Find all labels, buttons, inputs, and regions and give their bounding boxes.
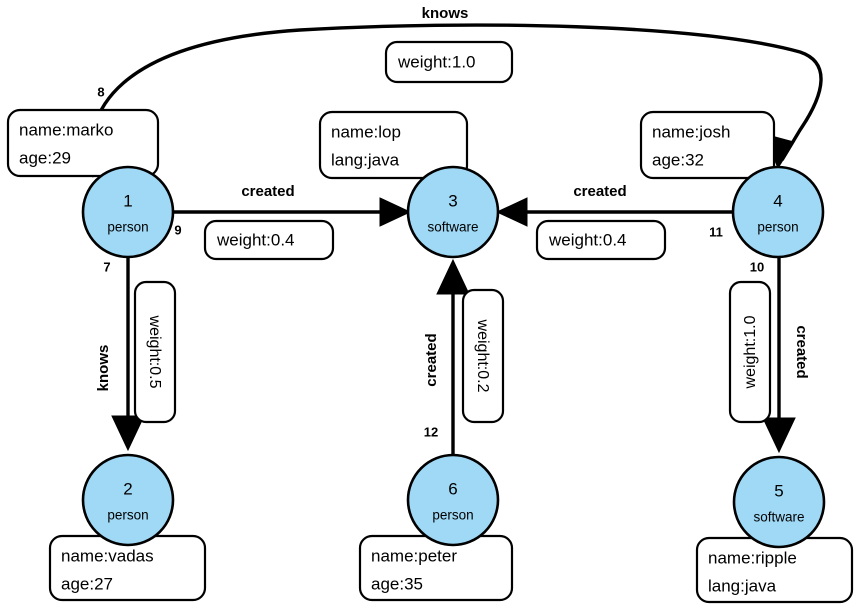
vertex-5-id: 5 [774, 481, 783, 500]
vertex-1-prop-line-2: age:29 [19, 148, 71, 167]
edges-layer [89, 23, 823, 456]
vertex-3-circle[interactable] [406, 165, 500, 259]
vertex-3-id: 3 [448, 191, 457, 210]
vertex-2[interactable]: 2 person [81, 453, 175, 547]
edge-10-weight-text: weight:1.0 [742, 315, 759, 389]
edge-8-id-label: 8 [97, 84, 104, 99]
edge-7-weight-box-rect [133, 280, 177, 424]
vertex-5-prop-line-2: lang:java [708, 576, 777, 595]
vertex-6-prop-line-1: name:peter [371, 546, 457, 565]
edge-9-id-label: 9 [174, 222, 181, 237]
vertex-2-prop-line-1: name:vadas [61, 546, 154, 565]
vertex-4-prop-line-1: name:josh [652, 122, 730, 141]
vertex-1-id: 1 [123, 191, 132, 210]
vertex-6-property-box: name:peter age:35 [358, 534, 514, 602]
edge-11-weight-box-rect [535, 219, 667, 261]
vertex-1-label: person [107, 220, 148, 235]
vertex-3-label: software [427, 220, 478, 235]
edge-8-path [89, 23, 823, 178]
vertex-1-property-box-rect [6, 108, 160, 178]
edge-9-arrowhead [379, 197, 412, 227]
vertex-3[interactable]: 3 software [406, 165, 500, 259]
edge-7-knows[interactable] [111, 258, 145, 452]
vertex-3-prop-line-1: name:lop [331, 122, 401, 141]
vertex-5-label: software [753, 510, 804, 525]
vertex-4[interactable]: 4 person [731, 165, 825, 259]
edge-12-weight-box: weight:0.2 [461, 288, 505, 424]
vertex-5-property-box: name:ripple lang:java [695, 536, 854, 604]
vertex-3-property-box-rect [318, 110, 469, 180]
vertex-5[interactable]: 5 software [732, 455, 826, 549]
edge-11-type-label: created [573, 183, 626, 200]
edge-11-arrowhead [495, 197, 528, 227]
edge-8-weight-box: weight:1.0 [384, 40, 514, 84]
edge-9-type-label: created [241, 183, 294, 200]
vertex-5-circle[interactable] [732, 455, 826, 549]
vertex-1-prop-line-1: name:marko [19, 120, 113, 139]
vertices-layer: 1 person 3 software 4 person 2 person 6 [81, 165, 826, 549]
vertex-3-prop-line-2: lang:java [331, 150, 400, 169]
edge-10-arrowhead [762, 417, 796, 454]
vertex-4-property-box: name:josh age:32 [639, 110, 776, 180]
edge-10-weight-box-rect [728, 280, 772, 424]
vertex-6-label: person [432, 508, 473, 523]
vertex-property-boxes: name:marko age:29 name:lop lang:java nam… [6, 108, 854, 604]
vertex-4-id: 4 [773, 191, 782, 210]
edge-9-weight-text: weight:0.4 [216, 230, 295, 249]
edge-12-type-label: created [423, 333, 440, 386]
edge-7-type-label: knows [95, 345, 112, 392]
edge-10-type-label: created [793, 325, 810, 378]
vertex-3-property-box: name:lop lang:java [318, 110, 469, 180]
vertex-4-circle[interactable] [731, 165, 825, 259]
vertex-2-label: person [107, 508, 148, 523]
edge-11-created[interactable] [495, 197, 734, 227]
vertex-2-property-box: name:vadas age:27 [48, 534, 207, 602]
vertex-2-circle[interactable] [81, 453, 175, 547]
edge-7-weight-box: weight:0.5 [133, 280, 177, 424]
edge-12-arrowhead [436, 258, 470, 295]
edge-8-weight-box-rect [384, 40, 514, 84]
vertex-1-circle[interactable] [81, 165, 175, 259]
edge-12-created[interactable] [436, 258, 470, 456]
vertex-1-property-box: name:marko age:29 [6, 108, 160, 178]
edge-9-created[interactable] [172, 197, 412, 227]
edge-property-boxes: weight:1.0 weight:0.4 weight:0.4 weight:… [133, 40, 772, 424]
vertex-6[interactable]: 6 person [406, 453, 500, 547]
vertex-6-id: 6 [448, 479, 457, 498]
edge-7-weight-text: weight:0.5 [146, 315, 163, 389]
edge-8-weight-text: weight:1.0 [397, 52, 476, 71]
vertex-2-id: 2 [123, 479, 132, 498]
vertex-2-prop-line-2: age:27 [61, 574, 113, 593]
edge-10-id-label: 10 [750, 259, 764, 274]
vertex-4-property-box-rect [639, 110, 776, 180]
edge-11-weight-box: weight:0.4 [535, 219, 667, 261]
vertex-6-prop-line-2: age:35 [371, 574, 423, 593]
vertex-5-prop-line-1: name:ripple [708, 548, 797, 567]
edge-7-arrowhead [111, 415, 145, 452]
edge-7-id-label: 7 [103, 259, 110, 274]
edge-labels-layer: knows 8 created 9 created 11 knows 7 cre… [94, 4, 811, 441]
edge-9-weight-box-rect [203, 219, 335, 261]
edge-9-weight-box: weight:0.4 [203, 219, 335, 261]
vertex-4-prop-line-2: age:32 [652, 150, 704, 169]
vertex-1[interactable]: 1 person [81, 165, 175, 259]
edge-10-created[interactable] [762, 258, 796, 454]
edge-12-weight-text: weight:0.2 [474, 319, 491, 393]
edge-11-weight-text: weight:0.4 [548, 230, 627, 249]
edge-8-type-label: knows [422, 5, 469, 22]
edge-10-weight-box: weight:1.0 [728, 280, 772, 424]
edge-11-id-label: 11 [709, 224, 723, 239]
edge-12-weight-box-rect [461, 288, 505, 424]
vertex-6-circle[interactable] [406, 453, 500, 547]
vertex-4-label: person [757, 220, 798, 235]
edge-12-id-label: 12 [424, 424, 438, 439]
